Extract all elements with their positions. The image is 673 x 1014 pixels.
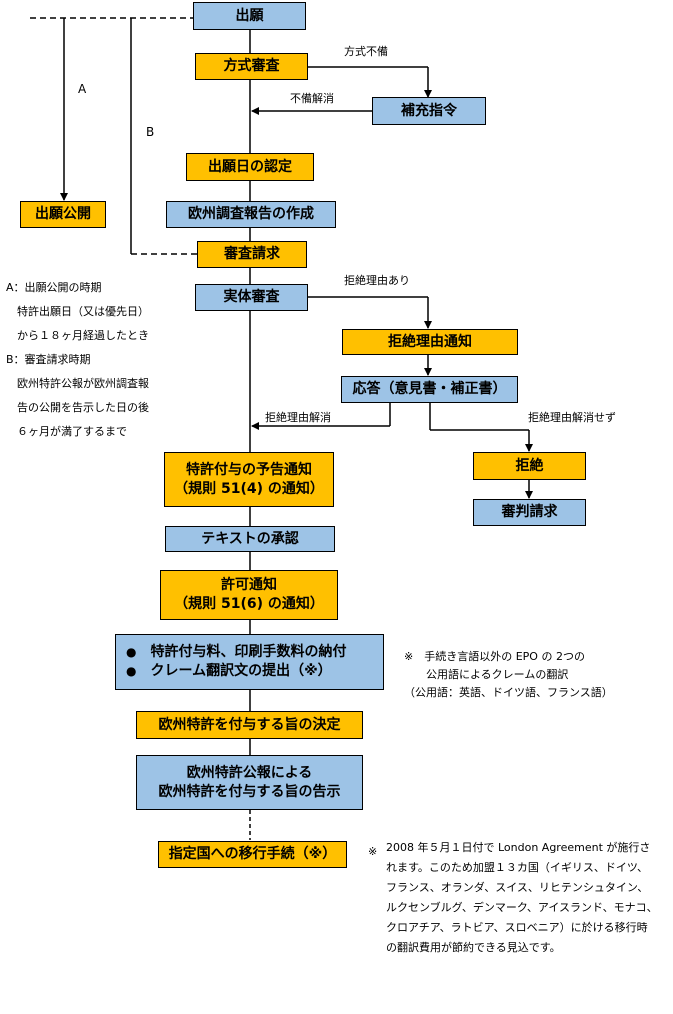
- correction-order-box: 補充指令: [372, 97, 486, 125]
- exam-request-box: 審査請求: [197, 241, 307, 268]
- grant-decision-label: 欧州特許を付与する旨の決定: [158, 716, 341, 733]
- grant-decision-box: 欧州特許を付与する旨の決定: [136, 711, 363, 739]
- note-line: A：出願公開の時期: [6, 281, 102, 294]
- formality-defect-label: 方式不備: [344, 45, 388, 58]
- reason-resolved-label: 拒絶理由解消: [265, 411, 331, 424]
- correction-order-label: 補充指令: [401, 102, 457, 119]
- formality-exam-box: 方式審査: [195, 53, 308, 80]
- rejection-label: 拒絶: [515, 457, 544, 474]
- note-line: B：審査請求時期: [6, 353, 91, 366]
- substantive-exam-box: 実体審査: [195, 284, 308, 311]
- reason-exists-label: 拒絶理由あり: [344, 274, 410, 287]
- fees-box: ● 特許付与料、印刷手数料の納付 ● クレーム翻訳文の提出（※）: [115, 634, 384, 690]
- note-line: ６ヶ月が満了するまで: [6, 425, 127, 438]
- filing-date-box: 出願日の認定: [186, 153, 314, 181]
- publication-label: 出願公開: [35, 206, 91, 223]
- appeal-box: 審判請求: [473, 499, 586, 526]
- bulletin-box: 欧州特許公報による 欧州特許を付与する旨の告示: [136, 755, 363, 810]
- fees-item: ● クレーム翻訳文の提出（※）: [126, 662, 346, 681]
- grant-intent-title: 特許付与の予告通知: [186, 461, 312, 478]
- note-line: 公用語によるクレームの翻訳: [404, 668, 569, 681]
- text-approval-box: テキストの承認: [165, 526, 335, 552]
- appeal-label: 審判請求: [501, 504, 558, 521]
- bulletin-line-1: 欧州特許公報による: [186, 764, 313, 781]
- grant-intent-rule: （規則 51(4) の通知）: [174, 480, 324, 497]
- note-line: 特許出願日（又は優先日）: [6, 305, 149, 318]
- substantive-exam-label: 実体審査: [223, 289, 280, 306]
- national-phase-box: 指定国への移行手続（※）: [158, 841, 347, 868]
- bulletin-line-2: 欧州特許を付与する旨の告示: [158, 783, 341, 800]
- grant-intent-box: 特許付与の予告通知 （規則 51(4) の通知）: [164, 452, 334, 507]
- note-line: から１８ヶ月経過したとき: [6, 329, 149, 342]
- permission-notice-box: 許可通知 （規則 51(6) の通知）: [160, 570, 338, 620]
- permission-notice-rule: （規則 51(6) の通知）: [174, 596, 324, 612]
- search-report-label: 欧州調査報告の作成: [188, 206, 314, 223]
- fees-item: ● 特許付与料、印刷手数料の納付: [126, 643, 346, 662]
- reason-not-resolved-label: 拒絶理由解消せず: [528, 411, 616, 424]
- text-approval-label: テキストの承認: [201, 530, 299, 547]
- application-box: 出願: [193, 2, 306, 30]
- london-note-mark: ※: [368, 845, 378, 858]
- rejection-notice-box: 拒絶理由通知: [342, 329, 518, 355]
- note-line: 告の公開を告示した日の後: [6, 401, 149, 414]
- exam-request-label: 審査請求: [224, 246, 280, 263]
- formality-exam-label: 方式審査: [223, 58, 280, 75]
- search-report-box: 欧州調査報告の作成: [166, 201, 336, 228]
- response-label: 応答（意見書・補正書）: [352, 381, 507, 398]
- fees-item-text: 特許付与料、印刷手数料の納付: [150, 644, 347, 661]
- filing-date-label: 出願日の認定: [208, 158, 292, 175]
- response-box: 応答（意見書・補正書）: [341, 376, 518, 403]
- permission-notice-title: 許可通知: [221, 577, 277, 594]
- translation-note: ※ 手続き言語以外の EPO の 2つの 公用語によるクレームの翻訳 （公用語：…: [404, 648, 613, 702]
- note-line: ※ 手続き言語以外の EPO の 2つの: [404, 650, 585, 663]
- national-phase-label: 指定国への移行手続（※）: [168, 846, 337, 863]
- bullet-icon: ●: [126, 645, 137, 660]
- application-label: 出願: [235, 7, 264, 24]
- timing-notes: A：出願公開の時期 特許出願日（又は優先日） から１８ヶ月経過したとき B：審査…: [6, 276, 149, 444]
- path-a-label: A: [78, 82, 87, 96]
- london-agreement-note: 2008 年５月１日付で London Agreement が施行されます。この…: [386, 841, 658, 954]
- note-line: （公用語：英語、ドイツ語、フランス語）: [404, 686, 613, 699]
- rejection-notice-label: 拒絶理由通知: [388, 333, 472, 350]
- note-line: 欧州特許公報が欧州調査報: [6, 377, 149, 390]
- publication-box: 出願公開: [20, 201, 106, 228]
- fees-item-text: クレーム翻訳文の提出（※）: [150, 663, 332, 679]
- bullet-icon: ●: [126, 664, 137, 679]
- rejection-box: 拒絶: [473, 452, 586, 480]
- defect-resolved-label: 不備解消: [290, 92, 334, 105]
- path-b-label: B: [146, 125, 155, 139]
